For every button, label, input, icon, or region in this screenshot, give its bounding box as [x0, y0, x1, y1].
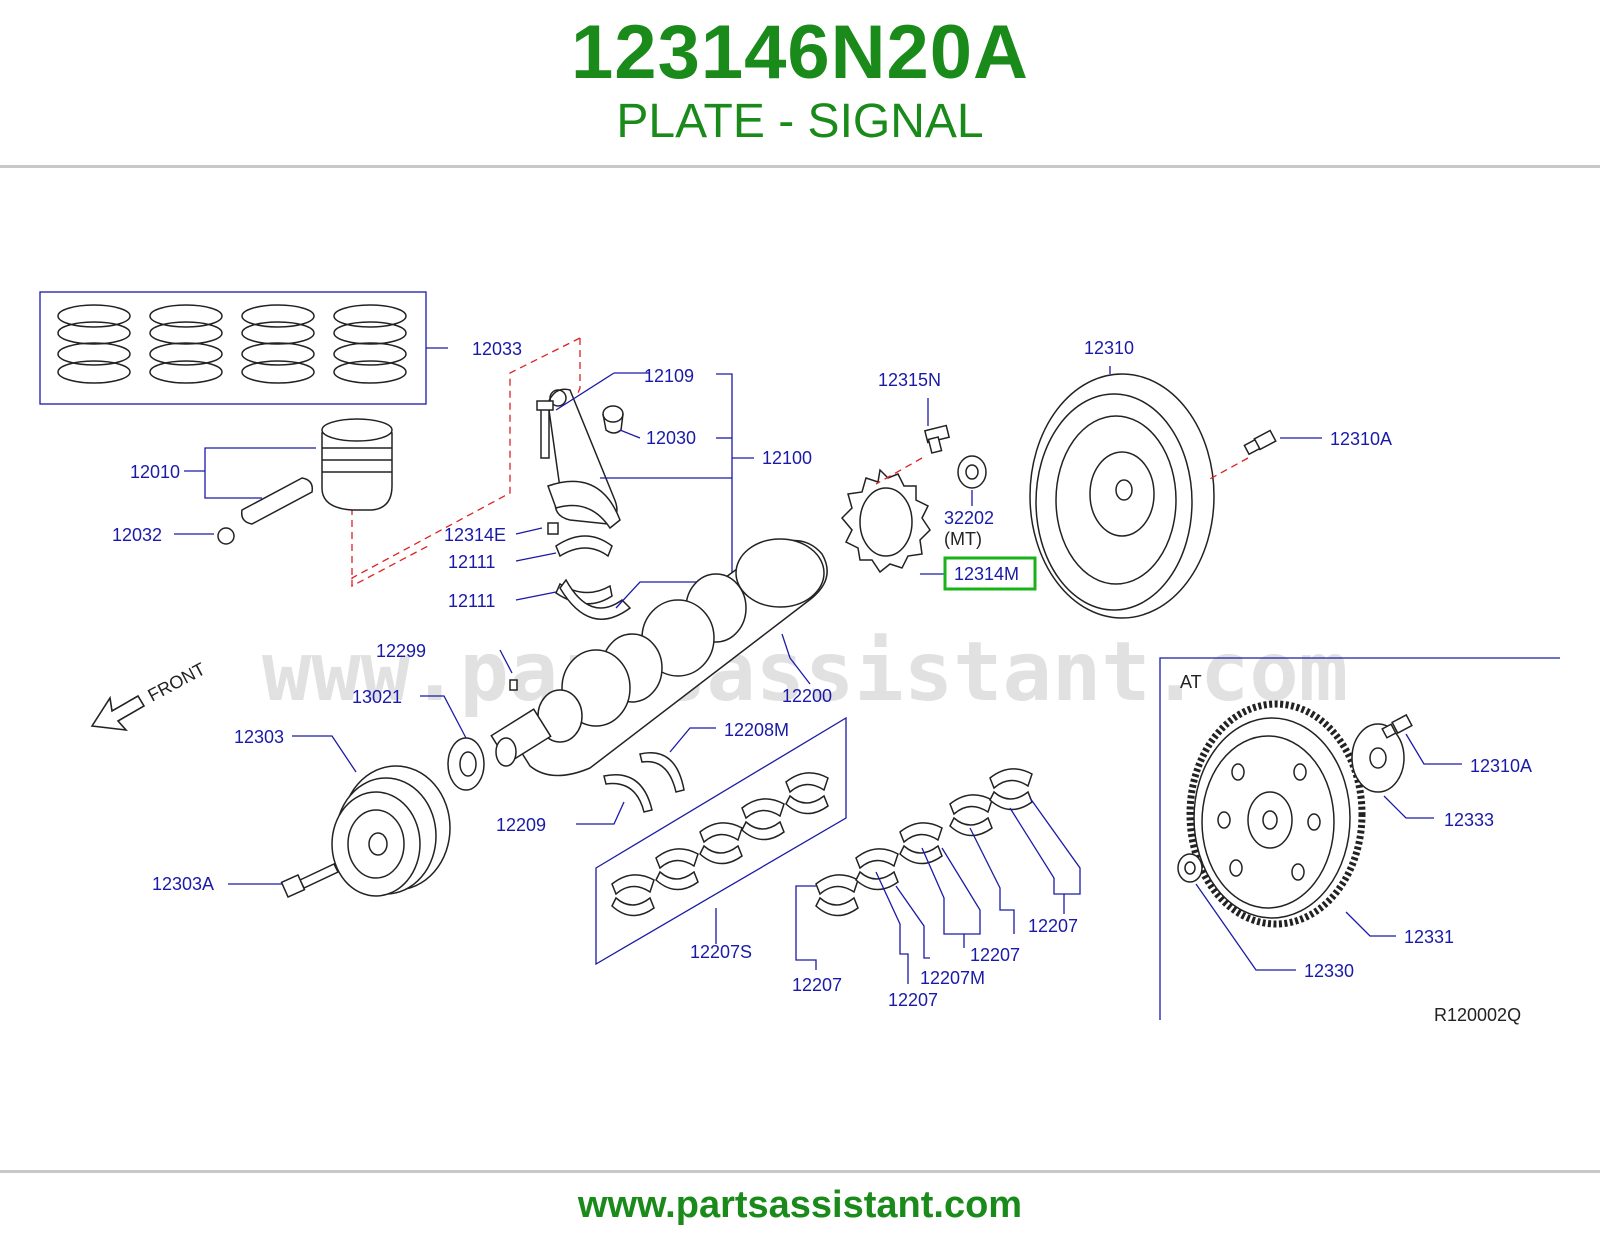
callout-12310: 12310 [1084, 338, 1134, 358]
callout-12207-d: 12207 [1028, 916, 1078, 936]
highlight-box [943, 556, 1037, 591]
crank-sprocket[interactable] [447, 737, 485, 791]
parts-diagram: www.partsassistant.com 12033 12010 12032 [0, 168, 1600, 1170]
callout-12310A-top: 12310A [1330, 429, 1392, 449]
callout-12032: 12032 [112, 525, 162, 545]
front-label: FRONT [144, 659, 208, 706]
callout-12033: 12033 [472, 339, 522, 359]
callout-12314M: 12314M [954, 564, 1019, 584]
part-number-title: 123146N20A [571, 10, 1029, 95]
callout-12303: 12303 [234, 727, 284, 747]
callout-12207-c: 12207 [970, 945, 1020, 965]
crank-key[interactable] [509, 679, 518, 691]
callout-13021: 13021 [352, 687, 402, 707]
callout-12207-b: 12207 [888, 990, 938, 1010]
signal-plate[interactable] [840, 468, 931, 574]
part-name-subtitle: PLATE - SIGNAL [616, 95, 984, 148]
callout-12208M: 12208M [724, 720, 789, 740]
callout-12314E: 12314E [444, 525, 506, 545]
callout-12207M: 12207M [920, 968, 985, 988]
callout-12331: 12331 [1404, 927, 1454, 947]
at-variant-label: AT [1180, 672, 1202, 692]
callout-12209: 12209 [496, 815, 546, 835]
drawing-reference-code: R120002Q [1434, 1005, 1521, 1025]
rod-bearing-lower[interactable] [555, 578, 632, 620]
flywheel-bolt[interactable] [1243, 429, 1277, 456]
callout-12111-upper: 12111 [448, 552, 495, 572]
callout-12310A-bottom: 12310A [1470, 756, 1532, 776]
pulley-bolt[interactable] [280, 863, 340, 898]
snap-ring[interactable] [217, 527, 235, 545]
main-bearing-set[interactable] [595, 716, 847, 966]
callout-32202: 32202 [944, 508, 994, 528]
at-section-frame [1159, 657, 1560, 1020]
rod-bearing-upper[interactable] [555, 535, 613, 558]
callout-12207-a: 12207 [792, 975, 842, 995]
callout-12100: 12100 [762, 448, 812, 468]
crank-pulley[interactable] [331, 765, 451, 897]
callout-12207S: 12207S [690, 942, 752, 962]
flywheel[interactable] [1029, 373, 1215, 619]
callout-12299: 12299 [376, 641, 426, 661]
piston-pin[interactable] [240, 477, 314, 525]
callout-12109: 12109 [644, 366, 694, 386]
pilot-converter[interactable] [1177, 853, 1203, 883]
callout-12111-lower: 12111 [448, 591, 495, 611]
thrust-washer-lower[interactable] [603, 774, 653, 813]
callout-12200: 12200 [782, 686, 832, 706]
reinforcement-plate[interactable] [1351, 723, 1405, 793]
main-bearings-row[interactable] [815, 768, 1033, 917]
footer-website-link[interactable]: www.partsassistant.com [577, 1184, 1023, 1226]
callout-12030: 12030 [646, 428, 696, 448]
drive-plate[interactable] [1186, 700, 1366, 928]
piston-ring-set[interactable] [39, 291, 427, 405]
mt-variant-label: (MT) [944, 529, 982, 549]
front-direction-arrow [90, 694, 146, 732]
connecting-rod[interactable] [547, 388, 621, 530]
crankshaft[interactable] [490, 538, 828, 777]
watermark-text: www.partsassistant.com [262, 625, 1348, 720]
callout-12333: 12333 [1444, 810, 1494, 830]
callout-12330: 12330 [1304, 961, 1354, 981]
callout-12303A: 12303A [152, 874, 214, 894]
thrust-washer-upper[interactable] [639, 752, 685, 793]
callout-12315N: 12315N [878, 370, 941, 390]
callout-12010: 12010 [130, 462, 180, 482]
page-footer: www.partsassistant.com [0, 1170, 1600, 1240]
diagram-canvas: www.partsassistant.com 12033 12010 12032 [39, 291, 1560, 1025]
rod-bolt[interactable] [536, 400, 554, 459]
signal-plate-bolt[interactable] [923, 424, 951, 454]
rod-bushing[interactable] [602, 405, 624, 434]
rod-nut[interactable] [547, 522, 559, 535]
drive-plate-bolt[interactable] [1381, 713, 1413, 739]
page-header: 123146N20A PLATE - SIGNAL [0, 0, 1600, 168]
piston[interactable] [321, 418, 393, 511]
pilot-bushing[interactable] [957, 455, 987, 489]
